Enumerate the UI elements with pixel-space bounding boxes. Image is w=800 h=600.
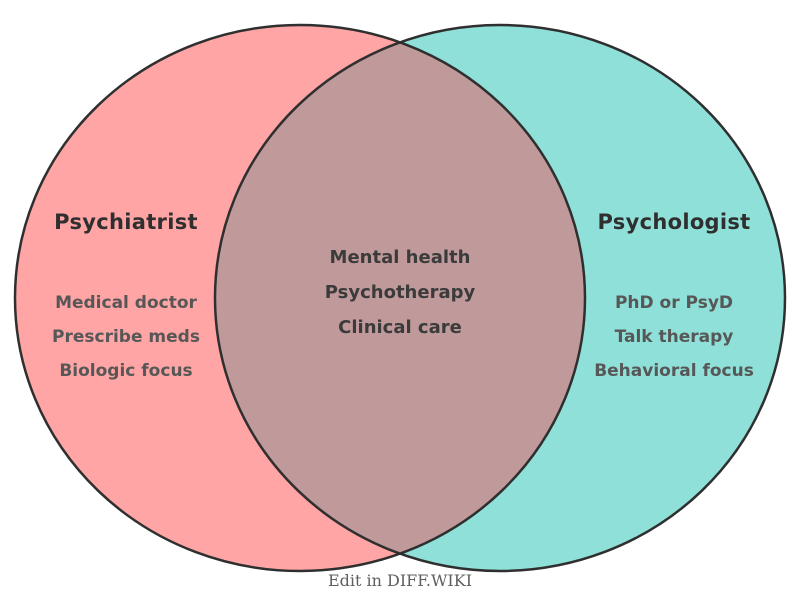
left-circle-outline [13,23,587,573]
left-circle-title: Psychiatrist [54,210,198,234]
overlap-item-list: Mental health Psychotherapy Clinical car… [290,240,510,345]
right-circle-outline [213,23,787,573]
left-circle-item: Biologic focus [59,361,193,381]
left-circle-item: Prescribe meds [52,327,200,347]
left-circle-item-list: Medical doctor Prescribe meds Biologic f… [16,286,236,388]
right-circle-title: Psychologist [597,210,751,234]
right-circle-item-list: PhD or PsyD Talk therapy Behavioral focu… [564,286,784,388]
overlap-region [215,25,585,571]
edit-in-diffwiki-link[interactable]: Edit in DIFF.WIKI [327,571,473,590]
left-circle-item: Medical doctor [55,293,197,313]
overlap-item: Clinical care [338,317,462,338]
overlap-item: Psychotherapy [324,282,476,303]
overlap-item: Mental health [329,247,471,268]
right-circle-item: PhD or PsyD [614,293,734,313]
right-circle-item: Behavioral focus [594,361,754,381]
right-circle-item: Talk therapy [614,327,734,347]
